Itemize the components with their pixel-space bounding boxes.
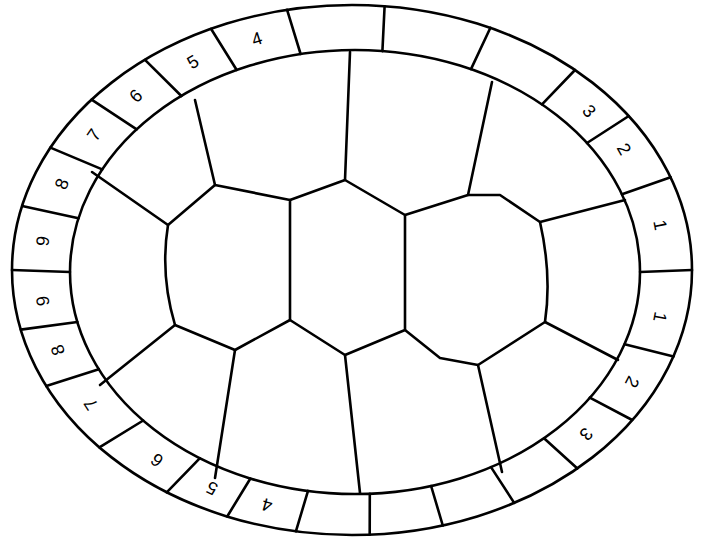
callout-number: 6 xyxy=(147,450,166,470)
callout-number: 3 xyxy=(579,102,599,121)
callout-number: 1 xyxy=(650,218,670,231)
inner-margin xyxy=(70,50,640,494)
outer-margin xyxy=(12,5,692,535)
callout-number: 7 xyxy=(81,395,102,413)
vertebral-scutes xyxy=(165,180,547,365)
callout-number: 5 xyxy=(184,52,202,73)
callout-number: 8 xyxy=(48,343,68,358)
callout-number: 5 xyxy=(203,478,220,499)
callout-number: 9 xyxy=(34,295,53,307)
callout-number: 9 xyxy=(34,235,53,247)
marginal-dividers xyxy=(12,6,692,534)
callout-number: 8 xyxy=(52,176,72,192)
callout-number: 7 xyxy=(84,126,105,144)
callout-number: 4 xyxy=(260,495,275,515)
costal-dividers xyxy=(92,52,625,493)
callout-number: 2 xyxy=(622,373,643,390)
callout-number: 4 xyxy=(249,29,264,49)
callout-number: 1 xyxy=(650,311,670,324)
callout-number: 6 xyxy=(127,86,147,106)
callout-number: 3 xyxy=(576,424,596,443)
callout-number: 2 xyxy=(614,140,635,158)
